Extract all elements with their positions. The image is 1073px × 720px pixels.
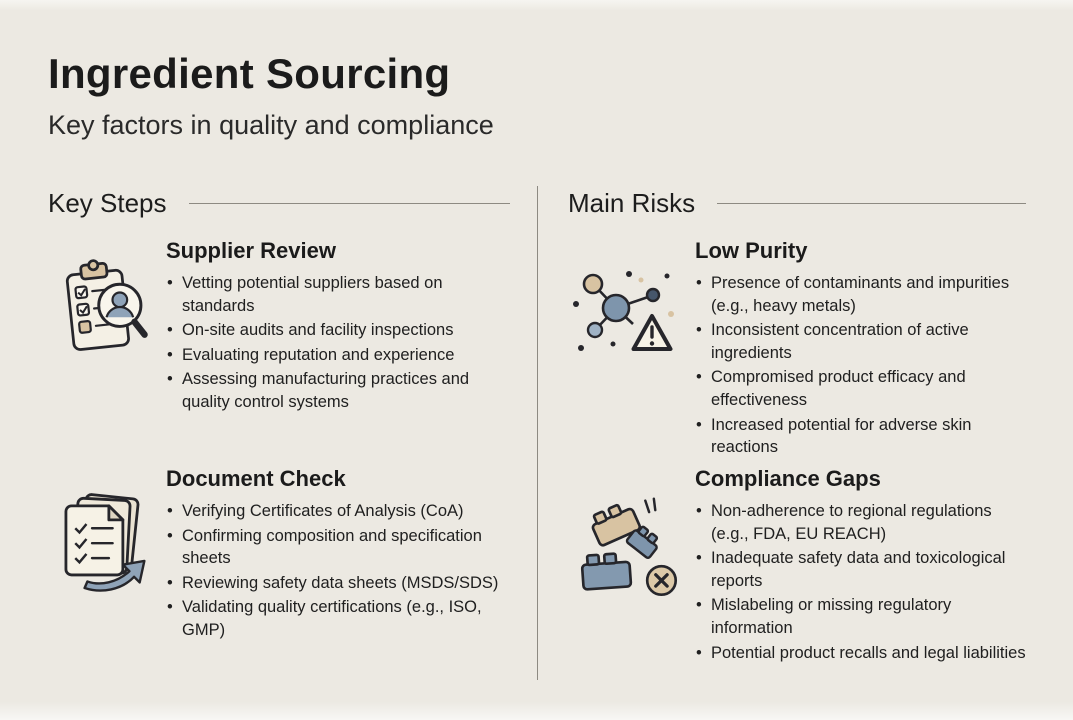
low-purity-body: Low Purity Presence of contaminants and … — [695, 238, 1026, 461]
supplier-review-icon — [48, 238, 166, 416]
compliance-gaps-bullets: Non-adherence to regional regulations (e… — [695, 500, 1026, 664]
key-steps-header-line — [188, 203, 510, 204]
column-main-risks: Main Risks — [568, 184, 1026, 684]
supplier-review-bullets: Vetting potential suppliers based on sta… — [166, 272, 510, 414]
bullet-item: Confirming composition and specification… — [166, 525, 510, 570]
main-risks-header: Main Risks — [568, 188, 696, 218]
key-steps-header: Key Steps — [48, 188, 167, 218]
bullet-item: Increased potential for adverse skin rea… — [695, 414, 1026, 459]
column-key-steps: Key Steps — [48, 184, 510, 684]
bullet-item: Assessing manufacturing practices and qu… — [166, 368, 510, 413]
compliance-gaps-icon — [568, 466, 695, 666]
document-check-icon — [48, 466, 166, 644]
bullet-item: Evaluating reputation and experience — [166, 344, 510, 367]
bullet-item: Inadequate safety data and toxicological… — [695, 547, 1026, 592]
section-document-check: Document Check Verifying Certificates of… — [48, 466, 510, 644]
low-purity-icon — [568, 238, 695, 461]
document-check-title: Document Check — [166, 466, 346, 491]
document-check-bullets: Verifying Certificates of Analysis (CoA)… — [166, 500, 510, 642]
main-risks-header-row: Main Risks — [568, 184, 1026, 219]
bullet-item: Potential product recalls and legal liab… — [695, 642, 1026, 665]
bullet-item: Vetting potential suppliers based on sta… — [166, 272, 510, 317]
section-supplier-review: Supplier Review Vetting potential suppli… — [48, 238, 510, 416]
bullet-item: Inconsistent concentration of active ing… — [695, 319, 1026, 364]
section-compliance-gaps: Compliance Gaps Non-adherence to regiona… — [568, 466, 1026, 666]
bullet-item: Mislabeling or missing regulatory inform… — [695, 594, 1026, 639]
page-subtitle: Key factors in quality and compliance — [48, 110, 494, 140]
vertical-divider — [537, 186, 538, 680]
page-title: Ingredient Sourcing — [48, 50, 451, 97]
main-risks-header-line — [717, 203, 1026, 204]
supplier-review-body: Supplier Review Vetting potential suppli… — [166, 238, 510, 416]
compliance-gaps-body: Compliance Gaps Non-adherence to regiona… — [695, 466, 1026, 666]
bullet-item: Validating quality certifications (e.g.,… — [166, 596, 510, 641]
bullet-item: Presence of contaminants and impurities … — [695, 272, 1026, 317]
bullet-item: Compromised product efficacy and effecti… — [695, 366, 1026, 411]
document-check-body: Document Check Verifying Certificates of… — [166, 466, 510, 644]
bullet-item: Non-adherence to regional regulations (e… — [695, 500, 1026, 545]
bullet-item: Reviewing safety data sheets (MSDS/SDS) — [166, 572, 510, 595]
compliance-gaps-title: Compliance Gaps — [695, 466, 881, 491]
supplier-review-title: Supplier Review — [166, 238, 336, 263]
bullet-item: On-site audits and facility inspections — [166, 319, 510, 342]
key-steps-header-row: Key Steps — [48, 184, 510, 219]
bullet-item: Verifying Certificates of Analysis (CoA) — [166, 500, 510, 523]
section-low-purity: Low Purity Presence of contaminants and … — [568, 238, 1026, 461]
low-purity-title: Low Purity — [695, 238, 808, 263]
low-purity-bullets: Presence of contaminants and impurities … — [695, 272, 1026, 459]
